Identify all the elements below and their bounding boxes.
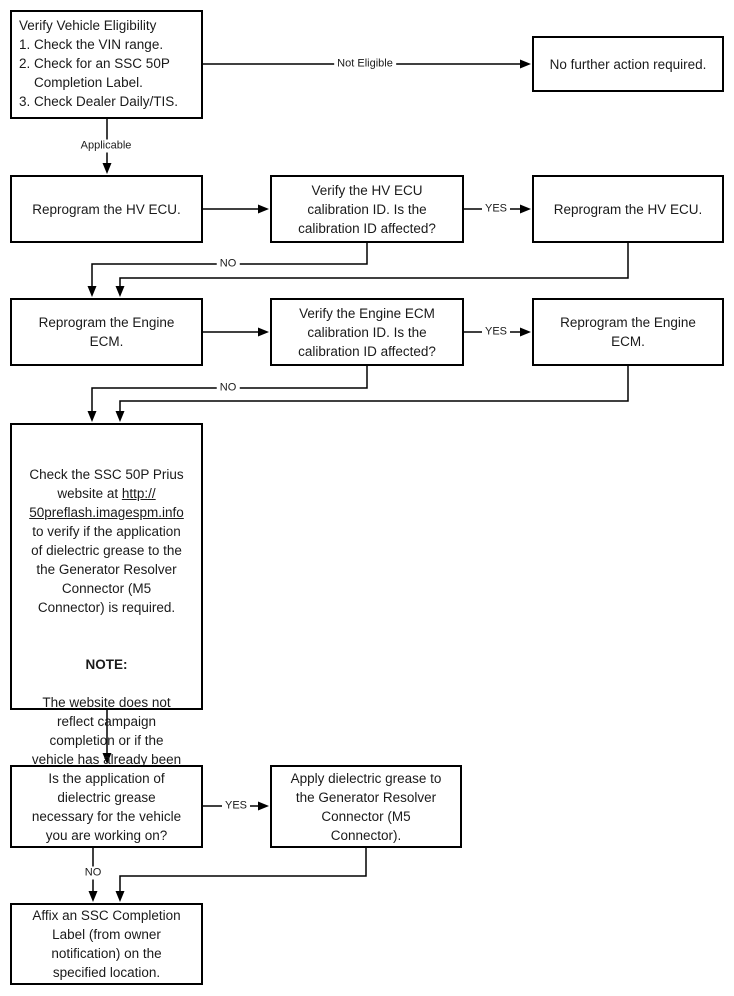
arrowhead-down bbox=[115, 891, 125, 902]
wire-apply-down bbox=[119, 848, 367, 897]
website-link[interactable]: http:// bbox=[121, 486, 156, 501]
check-website-text: Check the SSC 50P Prius website at http:… bbox=[12, 446, 201, 617]
arrowhead-right bbox=[258, 327, 269, 337]
verify-engine-calibration-text: Verify the Engine ECM calibration ID. Is… bbox=[298, 305, 436, 359]
arrowhead-down bbox=[102, 753, 112, 764]
arrowhead-right bbox=[520, 59, 531, 69]
arrowhead-right bbox=[520, 204, 531, 214]
label-yes-grease: YES bbox=[221, 799, 251, 813]
label-applicable: Applicable bbox=[77, 139, 135, 153]
note-heading: NOTE: bbox=[85, 657, 128, 672]
label-not-eligible: Not Eligible bbox=[334, 57, 396, 71]
reprogram-engine-ecm-result-text: Reprogram the Engine ECM. bbox=[560, 315, 696, 349]
check-website-before-url: Check the SSC 50P Prius website at bbox=[29, 467, 184, 501]
label-no-ecm: NO bbox=[216, 381, 240, 395]
label-no-hv: NO bbox=[216, 257, 240, 271]
arrowhead-down bbox=[87, 411, 97, 422]
arrowhead-down bbox=[102, 163, 112, 174]
arrowhead-right bbox=[520, 327, 531, 337]
no-action-box: No further action required. bbox=[532, 36, 724, 92]
verify-engine-calibration-box: Verify the Engine ECM calibration ID. Is… bbox=[270, 298, 464, 366]
reprogram-engine-ecm-box: Reprogram the Engine ECM. bbox=[10, 298, 203, 366]
reprogram-engine-ecm-result-box: Reprogram the Engine ECM. bbox=[532, 298, 724, 366]
website-link[interactable]: 50preflash.imagespm.info bbox=[29, 505, 184, 520]
arrowhead-down bbox=[87, 286, 97, 297]
no-action-text: No further action required. bbox=[549, 56, 707, 72]
reprogram-hv-ecu-text: Reprogram the HV ECU. bbox=[32, 201, 181, 217]
affix-label-text: Affix an SSC Completion Label (from owne… bbox=[32, 908, 181, 980]
affix-label-box: Affix an SSC Completion Label (from owne… bbox=[10, 903, 203, 985]
reprogram-hv-ecu-result-box: Reprogram the HV ECU. bbox=[532, 175, 724, 243]
apply-grease-box: Apply dielectric grease to the Generator… bbox=[270, 765, 462, 848]
label-no-grease: NO bbox=[81, 866, 105, 880]
grease-question-text: Is the application of dielectric grease … bbox=[31, 770, 182, 843]
verify-hv-calibration-box: Verify the HV ECU calibration ID. Is the… bbox=[270, 175, 464, 243]
arrowhead-down bbox=[115, 286, 125, 297]
grease-question-box: Is the application of dielectric grease … bbox=[10, 765, 203, 848]
arrowhead-right bbox=[258, 204, 269, 214]
verify-hv-calibration-text: Verify the HV ECU calibration ID. Is the… bbox=[298, 182, 436, 236]
label-yes-ecm: YES bbox=[481, 325, 511, 339]
apply-grease-text: Apply dielectric grease to the Generator… bbox=[290, 770, 442, 843]
arrowhead-right bbox=[258, 801, 269, 811]
reprogram-engine-ecm-text: Reprogram the Engine ECM. bbox=[38, 315, 175, 349]
wire-ecm-result-down bbox=[119, 366, 629, 417]
check-website-after-url: to verify if the application of dielectr… bbox=[31, 524, 182, 615]
label-yes-hv: YES bbox=[481, 202, 511, 216]
reprogram-hv-ecu-box: Reprogram the HV ECU. bbox=[10, 175, 203, 243]
check-website-box: Check the SSC 50P Prius website at http:… bbox=[10, 423, 203, 786]
arrowhead-down bbox=[88, 891, 98, 902]
verify-eligibility-box: Verify Vehicle Eligibility 1. Check the … bbox=[10, 10, 203, 119]
reprogram-hv-ecu-result-text: Reprogram the HV ECU. bbox=[553, 201, 703, 217]
arrowhead-down bbox=[115, 411, 125, 422]
wire-hv-result-down bbox=[119, 243, 629, 292]
verify-eligibility-text: Verify Vehicle Eligibility 1. Check the … bbox=[19, 18, 179, 109]
